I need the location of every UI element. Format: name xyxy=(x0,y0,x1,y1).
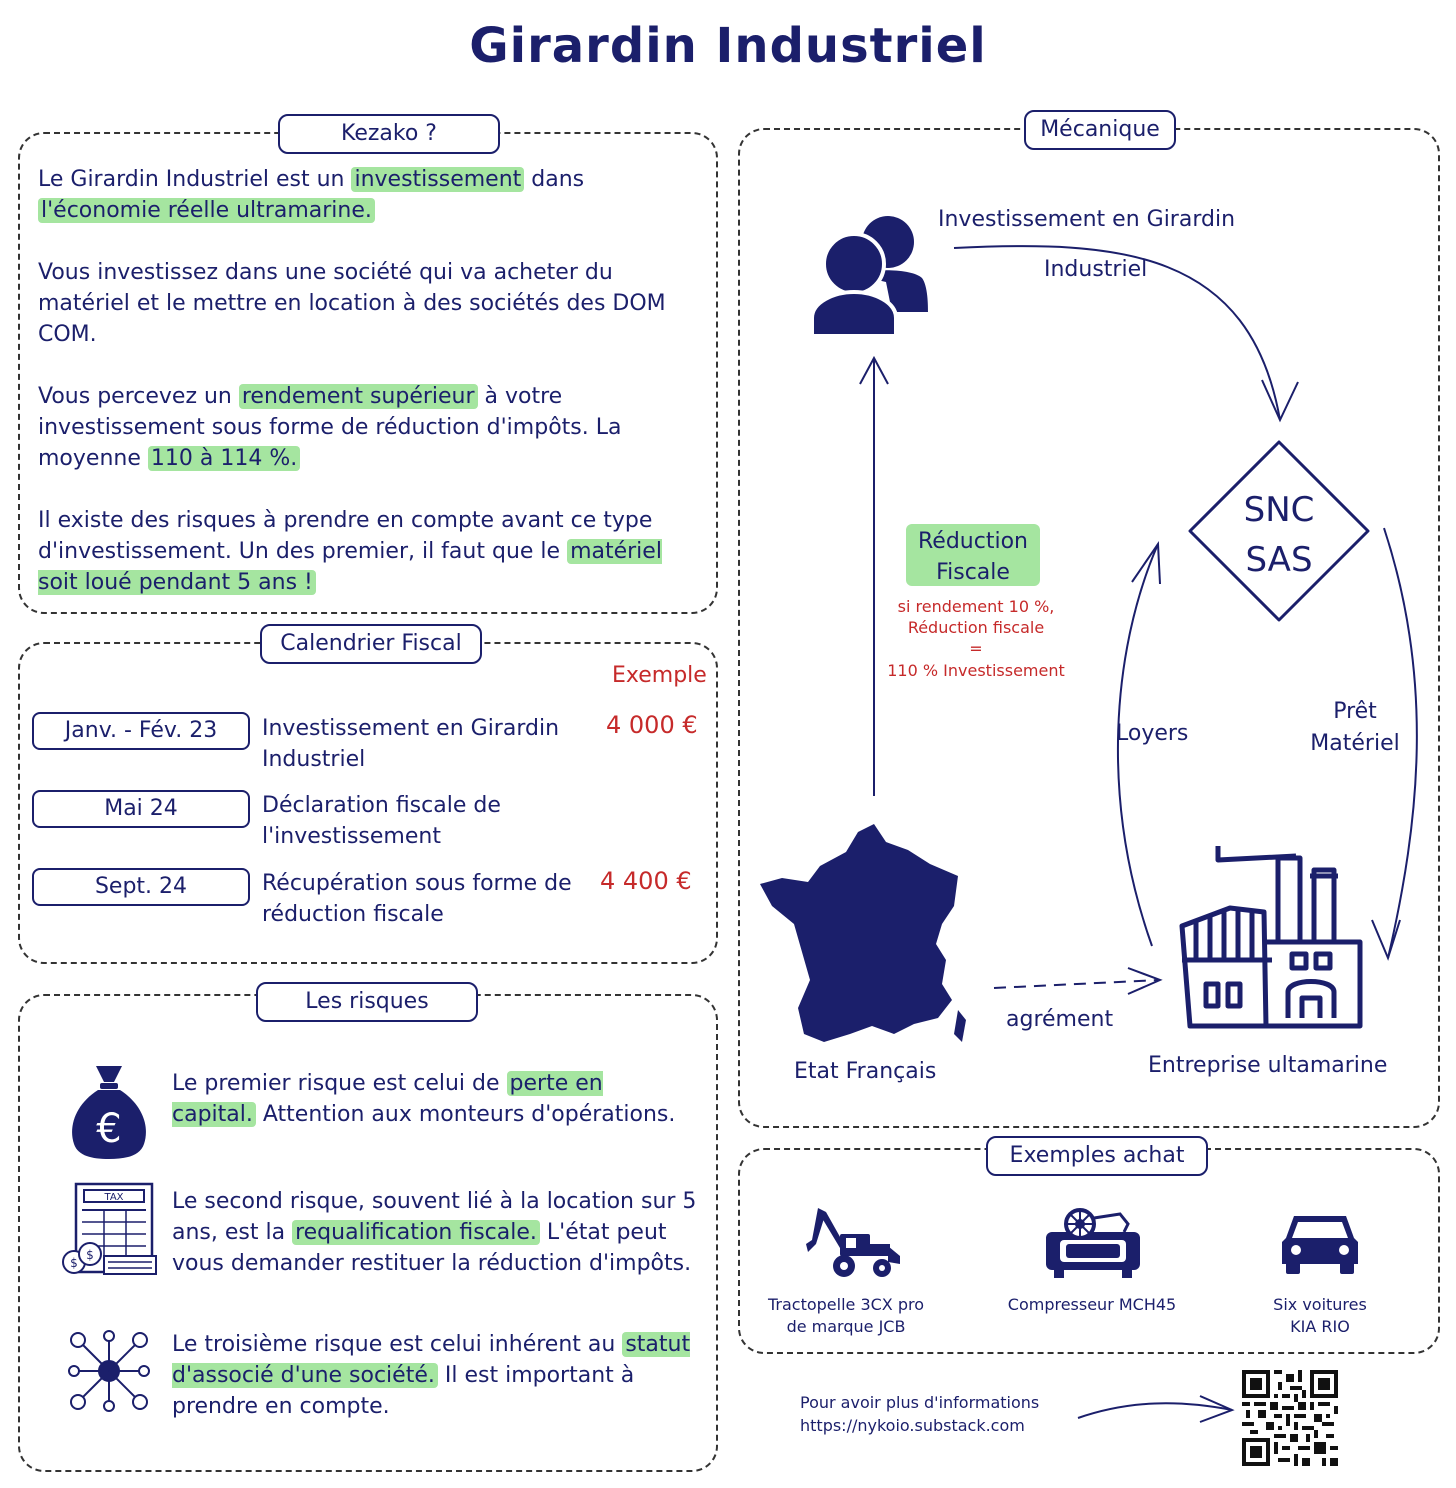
example-item-3-line2: KIA RIO xyxy=(1290,1317,1350,1336)
calendar-date-2: Mai 24 xyxy=(32,790,250,828)
invest-label-line2: Industriel xyxy=(1044,257,1148,282)
money-bag-icon: € xyxy=(72,1066,146,1159)
pret-arrow xyxy=(1383,527,1418,959)
snc-sas-diamond xyxy=(1188,440,1370,622)
entreprise-label: Entreprise ultamarine xyxy=(1148,1053,1388,1078)
agrement-arrow xyxy=(993,979,1161,989)
pret-line1: Prêt xyxy=(1333,699,1377,724)
calendrier-label: Calendrier Fiscal xyxy=(260,624,482,664)
kezako-paragraph-1: Le Girardin Industriel est un investisse… xyxy=(38,167,585,223)
risk-text-3: Le troisième risque est celui inhérent a… xyxy=(172,1332,691,1419)
etat-francais-label: Etat Français xyxy=(794,1059,937,1084)
example-item-2-line1: Compresseur MCH45 xyxy=(1007,1295,1177,1314)
svg-text:$: $ xyxy=(86,1248,94,1262)
loyers-arrow xyxy=(1117,543,1159,947)
reduction-line2: Fiscale xyxy=(936,560,1010,585)
reduction-line1: Réduction xyxy=(918,529,1028,554)
highlight-moyenne: 110 à 114 %. xyxy=(147,446,301,471)
exemples-label: Exemples achat xyxy=(986,1136,1208,1176)
agrement-label: agrément xyxy=(1006,1007,1114,1032)
calendar-amount-1: 4 000 € xyxy=(606,711,698,739)
factory-icon xyxy=(1179,846,1363,1029)
highlight-requalification: requalification fiscale. xyxy=(292,1220,540,1245)
tractor-icon xyxy=(806,1208,900,1277)
svg-text:$: $ xyxy=(70,1256,78,1270)
example-item-1-line1: Tractopelle 3CX pro xyxy=(767,1295,925,1314)
reduction-note-3: = xyxy=(969,639,983,658)
network-associates-icon xyxy=(68,1330,150,1412)
footer-url[interactable]: https://nykoio.substack.com xyxy=(800,1416,1025,1435)
kezako-paragraph-4: Il existe des risques à prendre en compt… xyxy=(38,508,662,595)
france-map-icon xyxy=(760,824,966,1042)
calendar-text-3: Récupération sous forme de réduction fis… xyxy=(262,871,572,927)
kezako-paragraph-2: Vous investissez dans une société qui va… xyxy=(38,260,666,347)
footer-arrow xyxy=(1077,1402,1233,1419)
car-icon xyxy=(1282,1216,1358,1274)
reduction-fiscale-badge xyxy=(906,524,1040,586)
highlight-economie: l'économie réelle ultramarine. xyxy=(38,198,375,223)
calendar-date-1: Janv. - Fév. 23 xyxy=(32,712,250,750)
invest-arrow xyxy=(953,245,1281,421)
example-item-3-line1: Six voitures xyxy=(1273,1295,1367,1314)
calendar-text-1: Investissement en Girardin Industriel xyxy=(262,716,560,772)
page-title: Girardin Industriel xyxy=(469,18,987,74)
risk-text-2: Le second risque, souvent lié à la locat… xyxy=(172,1189,697,1276)
svg-text:€: € xyxy=(96,1106,121,1152)
mecanique-label: Mécanique xyxy=(1024,110,1176,150)
svg-text:TAX: TAX xyxy=(103,1192,123,1203)
pret-line2: Matériel xyxy=(1310,731,1400,756)
qr-code-icon[interactable] xyxy=(1242,1370,1338,1466)
compressor-icon xyxy=(1046,1208,1140,1278)
footer-info-line1: Pour avoir plus d'informations xyxy=(800,1393,1040,1412)
tax-document-icon: TAX $ $ xyxy=(62,1182,157,1275)
exemple-label: Exemple xyxy=(612,663,707,688)
risques-label: Les risques xyxy=(256,982,478,1022)
loyers-label: Loyers xyxy=(1116,721,1189,746)
investors-icon xyxy=(810,216,928,338)
reduction-note-4: 110 % Investissement xyxy=(887,661,1065,680)
sas-label: SAS xyxy=(1245,540,1313,580)
highlight-investissement: investissement xyxy=(351,167,525,192)
risk-text-1: Le premier risque est celui de perte en … xyxy=(172,1071,676,1127)
reduction-note-2: Réduction fiscale xyxy=(907,618,1045,637)
calendar-text-2: Déclaration fiscale de l'investissement xyxy=(262,793,501,849)
reduction-note-1: si rendement 10 %, xyxy=(897,597,1055,616)
highlight-rendement: rendement supérieur xyxy=(238,384,478,409)
example-item-1-line2: de marque JCB xyxy=(786,1317,906,1336)
calendar-amount-3: 4 400 € xyxy=(600,867,692,895)
calendar-date-3: Sept. 24 xyxy=(32,868,250,906)
invest-label-line1: Investissement en Girardin xyxy=(938,207,1236,232)
kezako-paragraph-3: Vous percevez un rendement supérieur à v… xyxy=(38,384,622,471)
kezako-label: Kezako ? xyxy=(278,114,500,154)
snc-label: SNC xyxy=(1243,490,1315,530)
